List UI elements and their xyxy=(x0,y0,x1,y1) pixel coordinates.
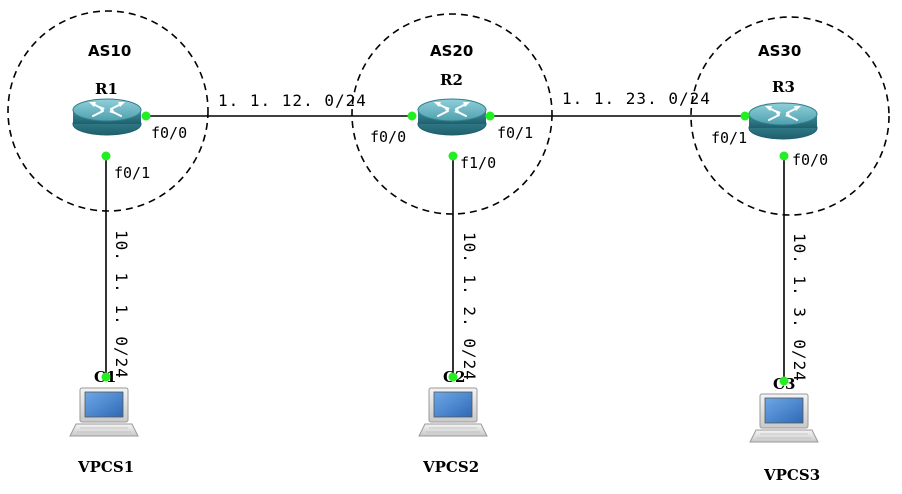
network-r1-r2-label: 1. 1. 12. 0/24 xyxy=(218,91,367,110)
router-r1-label: R1 xyxy=(95,80,118,98)
as20-boundary xyxy=(351,13,553,215)
as20-label: AS20 xyxy=(430,42,473,60)
port-r1-f01 xyxy=(101,151,111,161)
router-r3[interactable] xyxy=(748,102,818,140)
router-icon xyxy=(72,98,142,136)
router-icon xyxy=(748,102,818,140)
port-pc2 xyxy=(448,372,458,382)
interface-r2-f00-label: f0/0 xyxy=(370,128,406,146)
as10-label: AS10 xyxy=(88,42,131,60)
pc-vpcs2-name: VPCS2 xyxy=(422,458,479,476)
interface-r3-f00-label: f0/0 xyxy=(792,151,828,169)
pc-vpcs1-name: VPCS1 xyxy=(77,458,134,476)
port-r2-f10 xyxy=(448,151,458,161)
port-pc1 xyxy=(101,372,111,382)
pc-vpcs3-name: VPCS3 xyxy=(763,466,820,484)
port-r3-f01 xyxy=(740,111,750,121)
pc-vpcs1[interactable] xyxy=(69,387,139,437)
port-r3-f00 xyxy=(779,151,789,161)
router-r3-label: R3 xyxy=(772,78,795,96)
as10-boundary xyxy=(7,10,209,212)
as30-label: AS30 xyxy=(758,42,801,60)
network-r2-pc2-label: 10. 1. 2. 0/24 xyxy=(460,232,479,381)
pc-vpcs2[interactable] xyxy=(418,387,488,437)
port-r2-f00 xyxy=(407,111,417,121)
interface-r1-f01-label: f0/1 xyxy=(114,164,150,182)
pc-icon xyxy=(418,387,488,437)
port-pc3 xyxy=(779,376,789,386)
interface-r1-f00-label: f0/0 xyxy=(151,124,187,142)
interface-r2-f01-label: f0/1 xyxy=(497,124,533,142)
router-r2[interactable] xyxy=(417,98,487,136)
network-r1-pc1-label: 10. 1. 1. 0/24 xyxy=(112,230,131,379)
router-r1[interactable] xyxy=(72,98,142,136)
pc-icon xyxy=(749,393,819,443)
pc-vpcs3[interactable] xyxy=(749,393,819,443)
as30-boundary xyxy=(690,16,890,216)
router-icon xyxy=(417,98,487,136)
network-r2-r3-label: 1. 1. 23. 0/24 xyxy=(562,89,711,108)
pc-icon xyxy=(69,387,139,437)
port-r2-f01 xyxy=(485,111,495,121)
interface-r3-f01-label: f0/1 xyxy=(711,129,747,147)
port-r1-f00 xyxy=(141,111,151,121)
network-r3-pc3-label: 10. 1. 3. 0/24 xyxy=(790,233,809,382)
router-r2-label: R2 xyxy=(440,71,463,89)
interface-r2-f10-label: f1/0 xyxy=(460,154,496,172)
